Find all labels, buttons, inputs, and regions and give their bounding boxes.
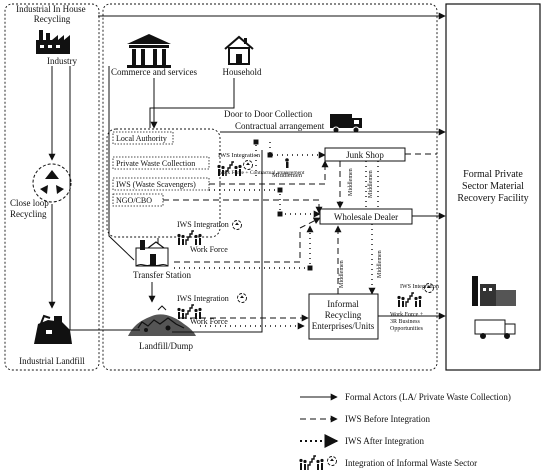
svg-text:Formal Actors (LA/ Private Was: Formal Actors (LA/ Private Waste Collect… — [345, 392, 511, 402]
after-integration-flows — [174, 139, 379, 327]
svg-text:Integration of Informal Waste: Integration of Informal Waste Sector — [345, 458, 477, 468]
bank-building-icon — [127, 34, 171, 68]
wholesale-box: Wholesale Dealer — [319, 208, 413, 225]
after-integration-heads — [297, 151, 376, 330]
door-to-door-label: Door to Door Collection — [224, 109, 313, 119]
middlemen-label-2: Middlemen — [348, 168, 354, 196]
landfill-dump-icon — [128, 305, 196, 336]
middlemen-label-5: Middlemen — [377, 250, 383, 278]
legend-formal: Formal Actors (LA/ Private Waste Collect… — [300, 392, 511, 402]
work-force-label-1: Work Force — [190, 245, 228, 254]
local-authority-box: Local Authority — [112, 131, 174, 145]
industrial-landfill-icon — [34, 314, 72, 344]
industry-group-box — [4, 3, 100, 371]
junk-shop-box: Junk Shop — [324, 147, 406, 162]
legend-before: IWS Before Integration — [300, 414, 430, 424]
workers-icon-legend — [298, 455, 325, 471]
formal-flows — [48, 12, 446, 333]
legend-integration: Integration of Informal Waste Sector — [298, 455, 477, 471]
svg-text:Private Waste Collection: Private Waste Collection — [116, 159, 195, 168]
workers-icon-2 — [176, 230, 203, 246]
svg-text:Junk Shop: Junk Shop — [346, 150, 384, 160]
svg-text:IWS Before Integration: IWS Before Integration — [345, 414, 430, 424]
middlemen-label-3: Middlemen — [368, 170, 374, 198]
integration-icon-legend — [327, 456, 337, 466]
private-collection-box: Private Waste Collection — [112, 156, 210, 170]
work-force-label-2: Work Force — [190, 317, 228, 326]
work-force-contract-label: Work Force + Contractual arrangement — [218, 170, 305, 176]
legend: Formal Actors (LA/ Private Waste Collect… — [298, 392, 511, 471]
iws-integration-label-1: IWS Integration — [218, 152, 261, 159]
garbage-truck-icon — [330, 114, 362, 134]
collectors-group-box — [106, 128, 221, 238]
svg-text:Wholesale Dealer: Wholesale Dealer — [334, 212, 398, 222]
integration-icon-3 — [237, 293, 247, 303]
iws-integration-label-4: IWS Integration — [400, 284, 439, 290]
svg-text:Local Authority: Local Authority — [116, 134, 167, 143]
house-icon — [224, 35, 254, 65]
group-boxes — [4, 3, 438, 371]
legend-after: IWS After Integration — [300, 434, 424, 448]
recycle-icon — [32, 163, 72, 203]
iws-box: IWS (Waste Scavengers) — [112, 177, 210, 191]
middlemen-label-4: Middlemen — [339, 260, 345, 288]
workers-icon-4 — [396, 292, 423, 308]
municipal-group-box — [102, 3, 438, 371]
household-label: Household — [223, 67, 262, 77]
iws-integration-label-3: IWS Integration — [177, 294, 229, 303]
svg-text:IWS After Integration: IWS After Integration — [345, 436, 424, 446]
recovery-plant-icon — [472, 276, 516, 306]
iws-integration-label-2: IWS Integration — [177, 220, 229, 229]
middleman-figure-1 — [285, 158, 289, 168]
svg-text:NGO/CBO: NGO/CBO — [116, 196, 152, 205]
integration-icon-2 — [232, 220, 242, 230]
commerce-label: Commerce and services — [111, 67, 197, 77]
factory-icon — [36, 30, 70, 54]
formal-facility-box — [445, 3, 541, 371]
contractual-label: Contractual arrangement — [235, 121, 325, 131]
transfer-station-icon — [135, 240, 169, 267]
integration-icon-1 — [243, 160, 253, 170]
transfer-station-label: Transfer Station — [133, 270, 191, 280]
middlemen-label-1: Middlemen — [272, 172, 303, 179]
recovery-truck-icon — [474, 319, 516, 339]
svg-text:IWS (Waste Scavengers): IWS (Waste Scavengers) — [116, 180, 196, 189]
ngo-box: NGO/CBO — [112, 193, 164, 207]
industry-label: Industry — [47, 56, 77, 66]
before-integration-flows — [163, 153, 437, 322]
industry-group-title: Industrial In House Recycling — [16, 4, 88, 24]
landfill-label: Landfill/Dump — [139, 341, 193, 351]
industrial-landfill-label: Industrial Landfill — [19, 356, 85, 366]
